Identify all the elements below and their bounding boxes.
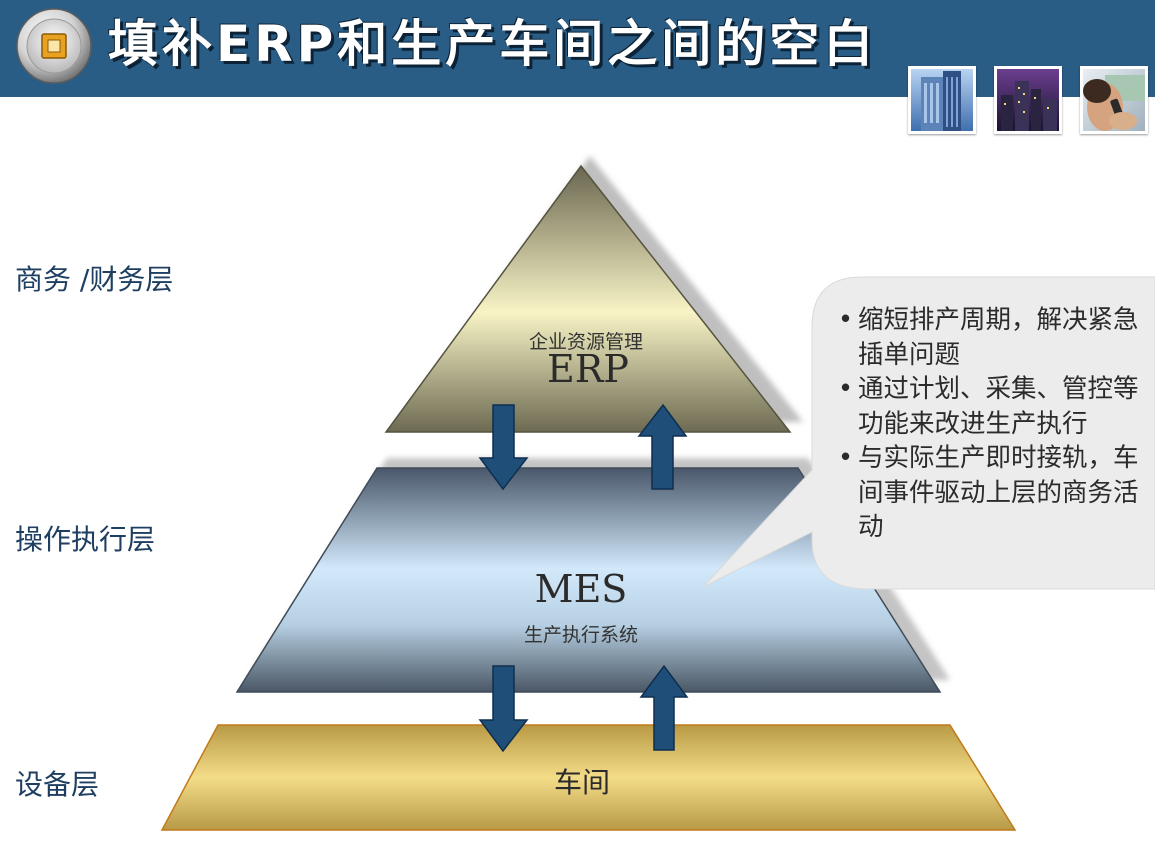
- bullet-icon: •: [838, 374, 854, 404]
- phone-person-photo: [1080, 66, 1148, 134]
- workshop-base: [160, 724, 1017, 831]
- mes-subtitle: 生产执行系统: [524, 624, 638, 646]
- page-title: 填补ERP和生产车间之间的空白: [108, 15, 878, 73]
- layer-label-equipment: 设备层: [15, 768, 100, 801]
- layer-label-operations: 操作执行层: [15, 523, 156, 556]
- building-photo: [908, 66, 976, 134]
- bullet-icon: •: [838, 305, 854, 335]
- layer-label-business: 商务 /财务层: [15, 263, 174, 296]
- callout-item-1: • 缩短排产周期，解决紧急插单问题: [838, 303, 1150, 372]
- workshop-label: 车间: [554, 766, 610, 799]
- callout-item-text: 缩短排产周期，解决紧急插单问题: [858, 305, 1139, 370]
- arrow-up-workshop-to-mes: [639, 664, 689, 751]
- city-night-photo: [994, 66, 1062, 134]
- callout-item-text: 与实际生产即时接轨，车间事件驱动上层的商务活动: [858, 443, 1139, 542]
- arrow-down-mes-to-workshop: [478, 665, 529, 753]
- header-bar: 填补ERP和生产车间之间的空白: [0, 0, 1155, 97]
- callout-text: • 缩短排产周期，解决紧急插单问题 • 通过计划、采集、管控等功能来改进生产执行…: [838, 303, 1150, 545]
- callout-bubble: [702, 276, 1155, 590]
- arrow-up-mes-to-erp: [637, 403, 688, 490]
- callout-item-2: • 通过计划、采集、管控等功能来改进生产执行: [838, 372, 1150, 441]
- erp-label: ERP: [547, 347, 629, 391]
- callout-item-3: • 与实际生产即时接轨，车间事件驱动上层的商务活动: [838, 441, 1150, 545]
- bullet-icon: •: [838, 443, 854, 473]
- square-logo-icon: [16, 8, 92, 84]
- erp-triangle: [384, 164, 792, 433]
- erp-subtitle: 企业资源管理: [529, 331, 643, 353]
- callout-item-text: 通过计划、采集、管控等功能来改进生产执行: [858, 374, 1139, 439]
- mes-label: MES: [535, 567, 628, 611]
- arrow-down-erp-to-mes: [478, 404, 529, 491]
